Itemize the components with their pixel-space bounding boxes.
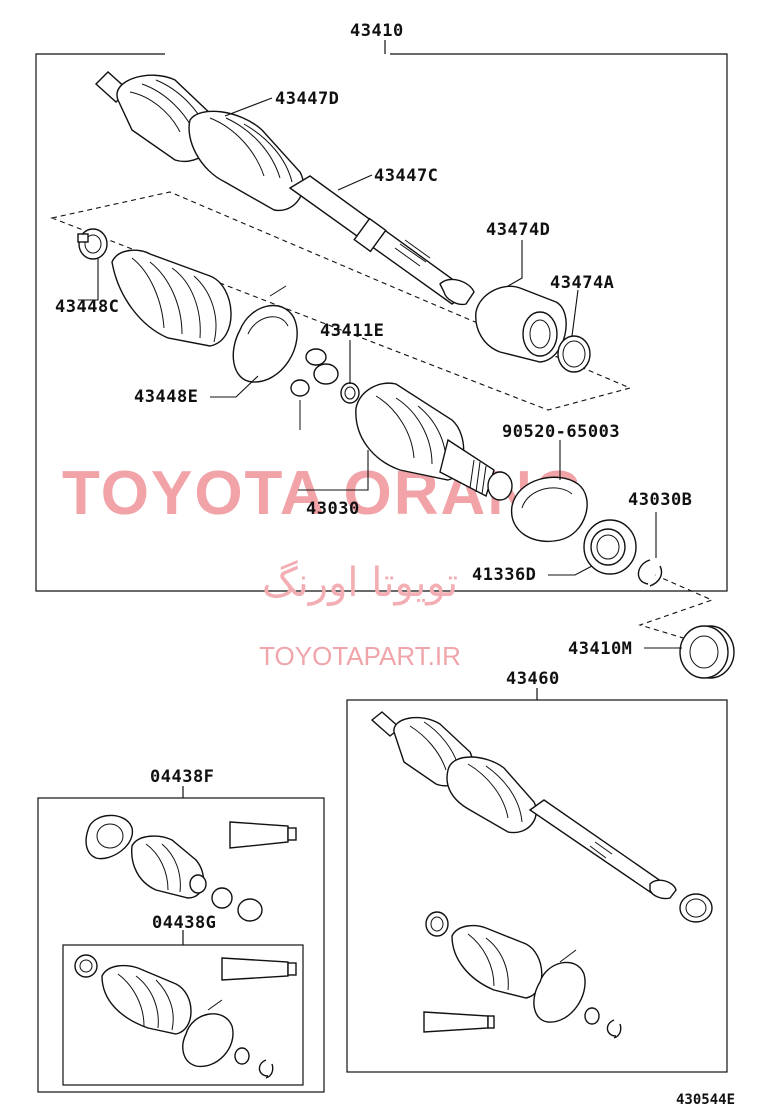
label-43460: 43460 bbox=[506, 669, 560, 689]
snap-ring-43411E-icon bbox=[340, 382, 360, 404]
frame-43460 bbox=[346, 688, 728, 1073]
label-43448E: 43448E bbox=[134, 387, 198, 407]
boot-kit-04438G-icon bbox=[74, 954, 297, 1079]
frame-04438F bbox=[37, 786, 325, 1093]
snap-ring-43030B-icon bbox=[637, 559, 663, 587]
label-43410M: 43410M bbox=[568, 639, 632, 659]
clamp-43460-icon bbox=[425, 911, 449, 937]
label-43410: 43410 bbox=[350, 21, 404, 41]
oil-seal-41336D-icon bbox=[583, 519, 637, 575]
frame-43410 bbox=[35, 40, 728, 592]
label-90520-65003: 90520-65003 bbox=[502, 422, 620, 442]
label-43474A: 43474A bbox=[550, 273, 614, 293]
label-43447C: 43447C bbox=[374, 166, 438, 186]
snap-ring-43460-icon bbox=[679, 893, 713, 923]
label-43030B: 43030B bbox=[628, 490, 692, 510]
label-04438G: 04438G bbox=[152, 913, 216, 933]
band-43460-icon bbox=[533, 949, 586, 1023]
snap-ring-43474A-icon bbox=[557, 335, 591, 373]
rings-43460-icon bbox=[584, 1007, 622, 1039]
tripod-joint-icon bbox=[290, 348, 339, 430]
label-04438F: 04438F bbox=[150, 767, 214, 787]
boot-43460-icon bbox=[451, 924, 543, 999]
bearing-43410M-icon bbox=[679, 625, 735, 679]
label-43447D: 43447D bbox=[275, 89, 339, 109]
inner-shaft-43030-icon bbox=[355, 382, 513, 501]
inner-joint-housing-icon bbox=[475, 285, 567, 363]
label-41336D: 41336D bbox=[472, 565, 536, 585]
part-labels: 43410 43447D 43447C 43474D 43474A 43448C… bbox=[55, 21, 735, 1108]
label-43448C: 43448C bbox=[55, 297, 119, 317]
label-43474D: 43474D bbox=[486, 220, 550, 240]
drive-shaft-assembly-icon bbox=[94, 71, 475, 306]
leader-lines bbox=[78, 97, 682, 649]
subassembly-dashed-outline bbox=[50, 191, 632, 411]
figure-code: 430544E bbox=[676, 1092, 735, 1108]
label-43411E: 43411E bbox=[320, 321, 384, 341]
grease-tube-43460-icon bbox=[423, 1011, 495, 1033]
frame-04438G bbox=[62, 930, 304, 1086]
snap-ring-90520-icon bbox=[510, 476, 588, 542]
inner-boot-icon bbox=[111, 249, 232, 347]
label-43030: 43030 bbox=[306, 499, 360, 519]
band-clamp-43448E-icon bbox=[232, 285, 298, 383]
watermark-url: TOYOTAPART.IR bbox=[259, 641, 461, 671]
watermark-brand-fa: تویوتا اورنگ bbox=[262, 560, 458, 606]
boot-kit-04438F-icon bbox=[85, 814, 297, 922]
drive-shaft-43460-icon bbox=[370, 711, 677, 900]
clamp-43448C-icon bbox=[77, 228, 108, 260]
dashed-link-43410M bbox=[638, 574, 714, 641]
